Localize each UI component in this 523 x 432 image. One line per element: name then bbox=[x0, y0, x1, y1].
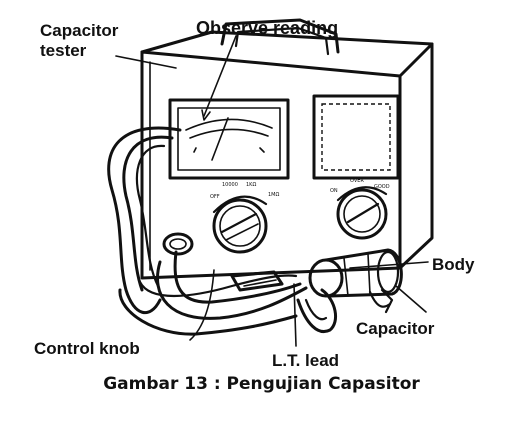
figure-caption: Gambar 13 : Pengujian Capasitor bbox=[103, 374, 420, 394]
control-knob-left: OFF 10000 1KΩ 1MΩ bbox=[210, 182, 279, 254]
coiled-lead bbox=[107, 126, 182, 315]
capacitor-clip bbox=[296, 288, 394, 333]
display-panel bbox=[312, 94, 400, 180]
svg-text:10000: 10000 bbox=[222, 182, 238, 188]
terminal-jack bbox=[162, 232, 194, 256]
label-body: Body bbox=[432, 255, 475, 274]
label-capacitor: Capacitor bbox=[356, 319, 435, 338]
svg-text:1KΩ: 1KΩ bbox=[246, 182, 256, 188]
label-observe-reading: Observe reading bbox=[196, 18, 338, 38]
control-knob-right: ON OVER GOOD bbox=[330, 178, 390, 240]
capacitor-body bbox=[308, 248, 403, 298]
meter-window bbox=[168, 98, 290, 180]
test-leads bbox=[118, 250, 308, 336]
label-lt-lead: L.T. lead bbox=[272, 351, 339, 370]
svg-text:GOOD: GOOD bbox=[374, 184, 390, 190]
label-capacitor-tester-2: tester bbox=[40, 41, 87, 60]
svg-text:1MΩ: 1MΩ bbox=[268, 192, 279, 198]
svg-text:OFF: OFF bbox=[210, 194, 220, 200]
pointer-lines bbox=[115, 35, 429, 347]
svg-text:ON: ON bbox=[330, 188, 338, 194]
carry-handle bbox=[220, 18, 340, 56]
svg-text:OVER: OVER bbox=[350, 178, 364, 184]
label-capacitor-tester-1: Capacitor bbox=[40, 21, 119, 40]
label-control-knob: Control knob bbox=[34, 339, 140, 358]
